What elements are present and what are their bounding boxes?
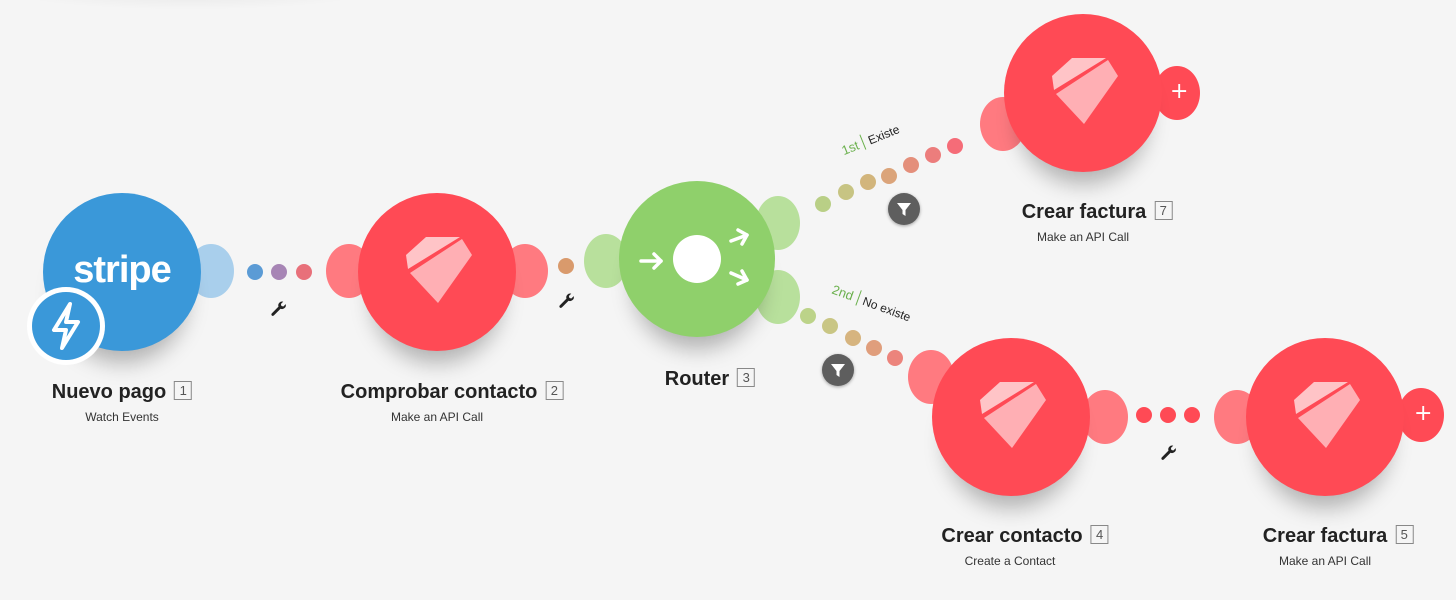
canvas-shadow [0,0,380,10]
connection-dot [1136,407,1152,423]
plus-icon: + [1414,401,1433,426]
module-title-text: Comprobar contacto [340,381,538,403]
connection-dot [822,318,838,334]
connection-dot [845,330,861,346]
filter-funnel-icon[interactable] [822,354,854,386]
module-circle[interactable] [1246,338,1404,496]
module-title: Nuevo pago 1 [51,381,193,404]
module-title: Crear factura 5 [1263,525,1414,548]
module-circle[interactable] [1004,14,1162,172]
plus-icon: + [1170,79,1189,104]
module-title-text: Crear factura [1262,525,1388,547]
connection-dot [1160,407,1176,423]
module-subtitle: Make an API Call [390,410,484,424]
module-title: Router 3 [664,368,756,391]
module-title: Crear contacto 4 [941,525,1109,548]
module-circle[interactable] [932,338,1090,496]
module-circle[interactable] [619,181,775,337]
module-subtitle: Make an API Call [1278,554,1372,568]
wrench-icon[interactable] [558,292,576,310]
holded-logo-icon [406,237,472,303]
module-number: 7 [1154,201,1173,220]
module-number: 3 [737,368,756,387]
module-title-text: Crear factura [1021,201,1147,223]
connection-dot [947,138,963,154]
holded-logo-icon [980,382,1046,448]
route-label-2[interactable]: 2ndNo existe [830,281,913,324]
route-order: 2nd [830,281,856,304]
connection-dot [815,196,831,212]
wrench-icon[interactable] [1160,444,1178,462]
holded-logo-icon [1052,58,1118,124]
router-arrows-icon [639,228,749,286]
holded-logo-icon [1294,382,1360,448]
add-module-button[interactable]: + [1398,388,1444,442]
module-subtitle: Make an API Call [1036,230,1130,244]
connection-dot [838,184,854,200]
route-name: Existe [866,122,902,148]
connection-dot [800,308,816,324]
connection-dot [247,264,263,280]
filter-funnel-icon[interactable] [888,193,920,225]
module-title: Crear factura 7 [1022,201,1173,224]
stripe-logo-icon: stripe [73,249,171,291]
module-circle[interactable] [358,193,516,351]
wrench-icon[interactable] [270,300,288,318]
module-number: 5 [1395,525,1414,544]
connection-dot [903,157,919,173]
connection-dot [925,147,941,163]
route-label-1[interactable]: 1stExiste [839,120,902,158]
connection-dot [887,350,903,366]
route-order: 1st [839,137,862,158]
module-number: 1 [174,381,193,400]
module-title-text: Crear contacto [941,525,1083,547]
connection-dot [881,168,897,184]
instant-trigger-bolt-icon [27,287,105,365]
route-name: No existe [860,294,913,325]
module-subtitle: Watch Events [85,410,159,424]
module-subtitle: Create a Contact [964,554,1056,568]
module-number: 4 [1090,525,1109,544]
connection-dot [296,264,312,280]
module-number: 2 [545,381,564,400]
connection-dot [860,174,876,190]
module-title-text: Nuevo pago [51,381,167,403]
module-title: Comprobar contacto 2 [341,381,564,404]
module-title-text: Router [664,368,730,390]
connection-dot [1184,407,1200,423]
connection-dot [866,340,882,356]
connection-dot [558,258,574,274]
connection-dot [271,264,287,280]
